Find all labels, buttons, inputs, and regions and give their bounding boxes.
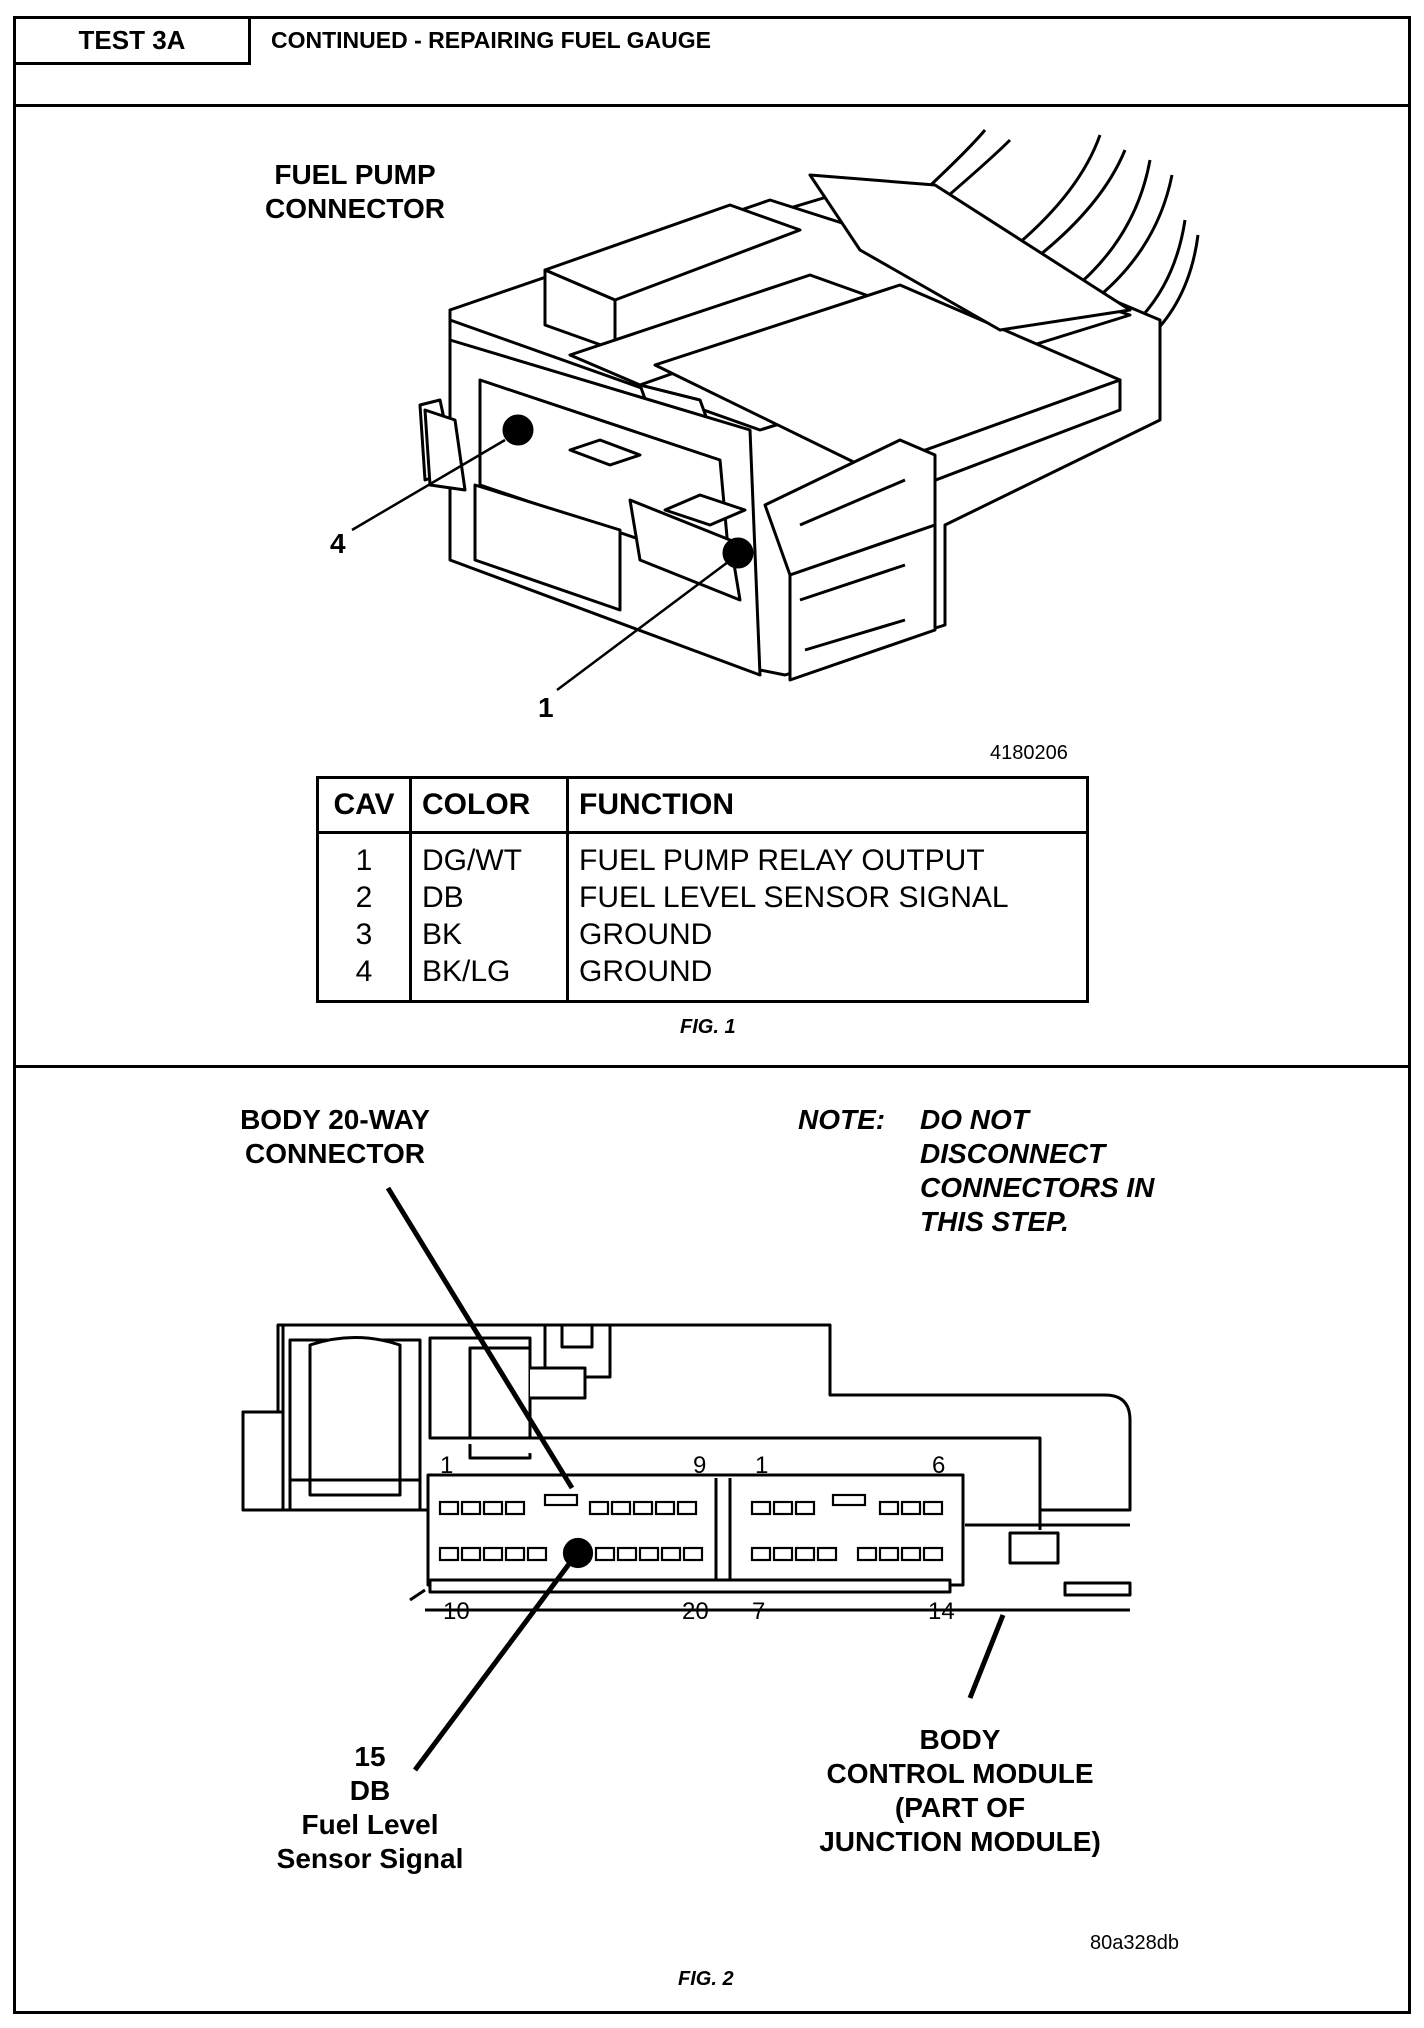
note-text: DO NOT DISCONNECT CONNECTORS IN THIS STE… [920, 1103, 1154, 1239]
cav-header: CAV [317, 777, 412, 834]
bottom-pin-row [438, 1546, 944, 1562]
table-row: 3 BK GROUND [317, 916, 1088, 953]
function-cell: GROUND [579, 955, 713, 988]
function-cell: GROUND [579, 918, 713, 951]
cav-cell: 2 [317, 879, 412, 916]
leader-pin-15 [412, 1558, 575, 1772]
callout-1: 1 [538, 692, 554, 723]
section-divider [16, 1065, 1408, 1068]
color-cell: BK/LG [410, 953, 569, 1002]
page-title: CONTINUED - REPAIRING FUEL GAUGE [271, 27, 711, 53]
top-pin-row [438, 1493, 944, 1516]
test-id: TEST 3A [16, 19, 251, 65]
note-line: DISCONNECT [920, 1138, 1106, 1169]
cav-cell: 4 [317, 953, 412, 1002]
fuel-pump-connector [418, 173, 1162, 682]
cav-cell: 1 [317, 832, 412, 879]
pin-15-callout: 15 DB Fuel Level Sensor Signal [230, 1740, 510, 1876]
function-header: FUNCTION [567, 777, 1088, 834]
fig2-part-number: 80a328db [1090, 1932, 1179, 1954]
note-line: DO NOT [920, 1104, 1029, 1135]
color-cell: BK [410, 916, 569, 953]
table-row: 2 DB FUEL LEVEL SENSOR SIGNAL [317, 879, 1088, 916]
fuel-pump-connector-label-line1: FUEL PUMP [274, 159, 436, 190]
module-label-line: CONTROL MODULE [826, 1758, 1094, 1789]
body-connector-label: BODY 20-WAY CONNECTOR [200, 1103, 470, 1171]
pin-label-14: 14 [928, 1598, 955, 1625]
fuel-pump-connector-label: FUEL PUMP CONNECTOR [230, 158, 480, 226]
module-label-line: (PART OF [894, 1792, 1026, 1823]
cavity-1-dot [722, 537, 754, 569]
body-connector-label-line1: BODY 20-WAY [240, 1104, 430, 1135]
pin-label-10: 10 [443, 1598, 470, 1625]
leader-module [967, 1614, 1006, 1699]
page-frame: TEST 3A CONTINUED - REPAIRING FUEL GAUGE [13, 16, 1411, 2014]
cav-cell: 3 [317, 916, 412, 953]
pin-label-6: 6 [932, 1452, 946, 1479]
fig1-caption: FIG. 1 [680, 1016, 736, 1038]
color-cell: DB [410, 879, 569, 916]
module-label-line: BODY [919, 1724, 1001, 1755]
leader-body-connector [385, 1186, 575, 1490]
pin-label-20: 20 [682, 1598, 709, 1625]
body-control-module-label: BODY CONTROL MODULE (PART OF JUNCTION MO… [770, 1723, 1150, 1859]
module-label-line: JUNCTION MODULE) [819, 1826, 1101, 1857]
fig1-part-number: 4180206 [990, 742, 1068, 764]
pin-label-1: 1 [440, 1452, 454, 1479]
fuel-pump-connector-label-line2: CONNECTOR [265, 193, 445, 224]
fig2-caption: FIG. 2 [678, 1968, 734, 1990]
color-header: COLOR [410, 777, 569, 834]
cavity-table: CAV COLOR FUNCTION 1 DG/WT FUEL PUMP REL… [316, 776, 1089, 1003]
note-line: CONNECTORS IN [920, 1172, 1155, 1203]
header-row: TEST 3A CONTINUED - REPAIRING FUEL GAUGE [16, 19, 1408, 107]
leader-1 [556, 560, 729, 692]
pin-label-1b: 1 [755, 1452, 769, 1479]
table-row: 4 BK/LG GROUND [317, 953, 1088, 1002]
pin-rows [438, 1493, 944, 1569]
function-cell: FUEL LEVEL SENSOR SIGNAL [579, 881, 1009, 914]
body-connector-label-line2: CONNECTOR [245, 1138, 425, 1169]
pin-label-9: 9 [693, 1452, 707, 1479]
pin-callout-line: Fuel Level [301, 1809, 439, 1840]
cavity-4-dot [502, 414, 534, 446]
pin-callout-line: 15 [354, 1741, 386, 1772]
table-row: 1 DG/WT FUEL PUMP RELAY OUTPUT [317, 832, 1088, 879]
function-cell: FUEL PUMP RELAY OUTPUT [579, 844, 985, 877]
pin-callout-line: DB [349, 1775, 391, 1806]
pin-callout-line: Sensor Signal [276, 1843, 464, 1874]
cavity-table-header: CAV COLOR FUNCTION [317, 777, 1088, 834]
callout-4: 4 [330, 528, 346, 559]
note-line: THIS STEP. [920, 1206, 1069, 1237]
color-cell: DG/WT [410, 832, 569, 879]
note-prefix: NOTE: [798, 1104, 886, 1135]
body-control-module [241, 1323, 1132, 1612]
leader-4 [351, 438, 506, 532]
pin-label-7: 7 [752, 1598, 766, 1625]
